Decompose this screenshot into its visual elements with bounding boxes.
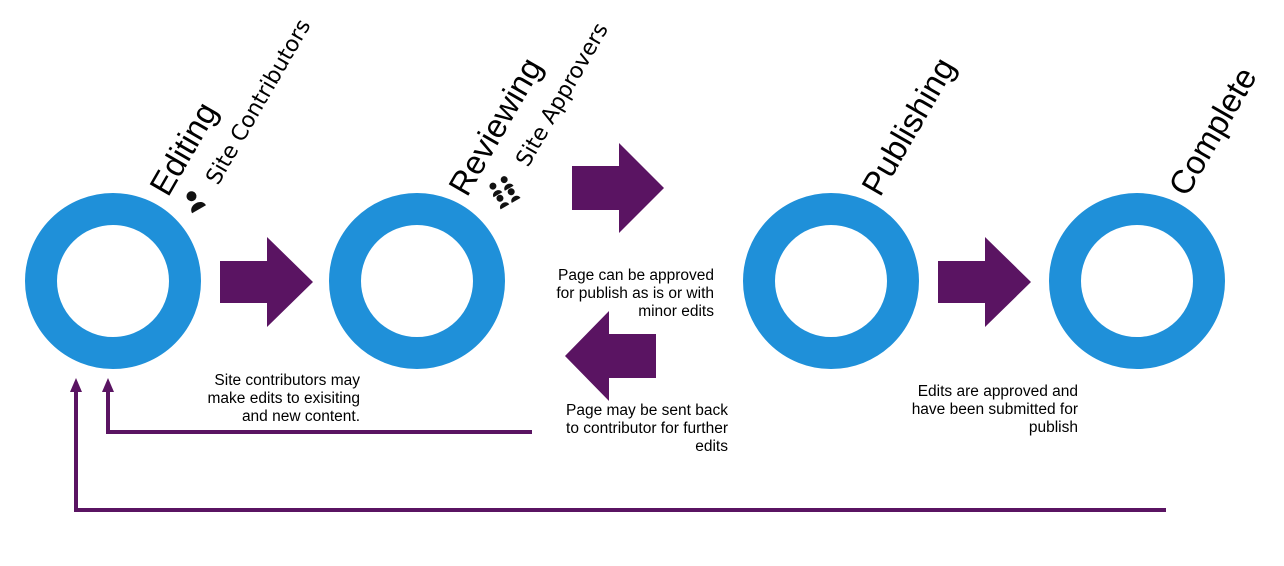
- note-line: Page may be sent back: [566, 402, 728, 419]
- restart-line-arrowhead: [70, 378, 82, 392]
- stage-ring-reviewing: [329, 193, 505, 369]
- stage-label-complete: Complete: [1161, 61, 1264, 202]
- send-back-line: [106, 390, 532, 434]
- stage-label-editing: Editing: [142, 96, 224, 202]
- note-line: Site contributors may: [214, 372, 360, 389]
- note-line: Edits are approved and: [917, 383, 1078, 400]
- arrow-reviewing-to-publishing: [572, 143, 664, 233]
- note-approve: Page can be approved for publish as is o…: [524, 267, 714, 321]
- note-line: make edits to exisiting: [207, 390, 361, 407]
- note-send-back: Page may be sent back to contributor for…: [534, 402, 728, 456]
- role-label-site-contributors: Site Contributors: [202, 15, 317, 189]
- note-line: and new content.: [241, 408, 360, 425]
- note-line: edits: [695, 438, 728, 455]
- people-group-icon: [489, 176, 521, 210]
- stage-label-publishing: Publishing: [854, 51, 962, 201]
- note-line: minor edits: [638, 303, 714, 320]
- arrow-publishing-to-complete: [938, 237, 1031, 327]
- stage-ring-publishing: [743, 193, 919, 369]
- note-complete: Edits are approved and have been submitt…: [882, 383, 1078, 437]
- person-icon: [186, 191, 206, 214]
- send-back-line-arrowhead: [102, 378, 114, 392]
- note-line: have been submitted for: [911, 401, 1078, 418]
- stage-ring-complete: [1049, 193, 1225, 369]
- note-line: publish: [1028, 419, 1078, 436]
- note-line: Page can be approved: [558, 267, 714, 284]
- arrow-back-to-editing: [565, 311, 656, 401]
- note-line: for publish as is or with: [556, 285, 714, 302]
- stage-ring-editing: [25, 193, 201, 369]
- note-editing: Site contributors may make edits to exis…: [178, 372, 361, 426]
- arrow-editing-to-reviewing: [220, 237, 313, 327]
- note-line: to contributor for further: [566, 420, 728, 437]
- restart-line: [74, 390, 1166, 512]
